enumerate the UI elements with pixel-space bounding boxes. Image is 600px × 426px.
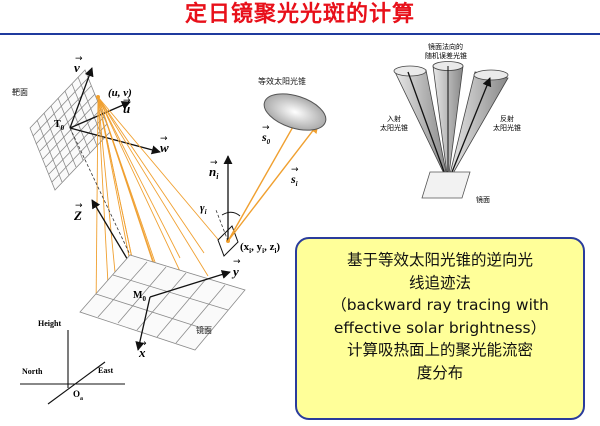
incident-ray-dashed xyxy=(215,209,229,242)
inset-reflected-label-2: 太阳光锥 xyxy=(493,123,521,132)
effective-sun-cone-label: 等效太阳光锥 xyxy=(258,76,306,86)
v-axis-label: v xyxy=(74,60,80,75)
title-divider xyxy=(0,33,600,35)
inset-incident-label-2: 太阳光锥 xyxy=(380,123,408,132)
mirror-label: 镜面 xyxy=(196,325,212,335)
s0-label: s0 xyxy=(261,130,271,146)
note-line-4: effective solar brightness） xyxy=(333,318,547,337)
z-vector-arrow: → xyxy=(75,201,83,211)
page-title: 定日镜聚光光斑的计算 xyxy=(184,2,415,27)
w-axis-label: w xyxy=(160,140,169,155)
ground-axes xyxy=(20,330,125,405)
inset-mirror-label: 镜面 xyxy=(476,195,490,204)
method-note-box: 基于等效太阳光锥的逆向光 线追迹法 （backward ray tracing … xyxy=(295,237,585,420)
note-line-5: 计算吸热面上的聚光能流密 xyxy=(346,341,533,359)
facet-point-label: (xi, yi, zi) xyxy=(240,241,280,255)
y-axis-label: y xyxy=(231,264,239,279)
east-label: East xyxy=(98,366,113,375)
height-label: Height xyxy=(38,319,61,328)
uv-point-label: (u, v) xyxy=(108,87,132,99)
x-axis-label: x xyxy=(138,345,146,360)
z-axis-label: Z xyxy=(73,208,82,223)
inset-cones xyxy=(393,61,509,183)
note-line-3: （backward ray tracing with xyxy=(331,296,549,314)
w-vector-arrow: → xyxy=(160,134,168,144)
si-ray xyxy=(227,123,319,242)
note-line-2: 线追迹法 xyxy=(408,273,471,292)
inset-mirror xyxy=(421,171,471,199)
note-line-6: 度分布 xyxy=(416,363,464,382)
si-label: si xyxy=(290,172,298,188)
north-label: North xyxy=(22,367,43,376)
v-vector-arrow: → xyxy=(75,54,83,64)
traced-rays xyxy=(95,96,228,313)
s0-vector-arrow: → xyxy=(262,123,270,133)
origin-label: Oa xyxy=(73,389,83,402)
inset-random-error-label-1: 镜面法向的 xyxy=(428,42,463,51)
mirror-axes xyxy=(135,270,231,351)
x-vector-arrow: → xyxy=(139,339,147,349)
target-origin-label: T0 xyxy=(54,119,65,132)
angle-label: γi xyxy=(200,202,207,216)
note-line-1: 基于等效太阳光锥的逆向光 xyxy=(346,251,533,269)
u-axis-label: u xyxy=(123,101,130,116)
u-vector-arrow: → xyxy=(123,96,131,106)
normal-vector-arrow: → xyxy=(210,158,218,168)
inset-reflected-label-1: 反射 xyxy=(500,114,514,123)
inset-random-error-label-2: 随机误差光锥 xyxy=(425,51,467,60)
target-plane-grid xyxy=(29,69,111,191)
inset-incident-label-1: 入射 xyxy=(387,114,401,123)
y-vector-arrow: → xyxy=(233,257,241,267)
mirror-center-label: M0 xyxy=(133,290,146,303)
effective-sun-cone xyxy=(263,93,327,131)
normal-label: ni xyxy=(209,164,219,181)
s0-ray xyxy=(227,117,299,242)
angle-arc xyxy=(221,211,241,217)
si-vector-arrow: → xyxy=(291,165,299,175)
mirror-grid xyxy=(79,254,246,351)
target-plane-label: 靶面 xyxy=(12,87,28,97)
